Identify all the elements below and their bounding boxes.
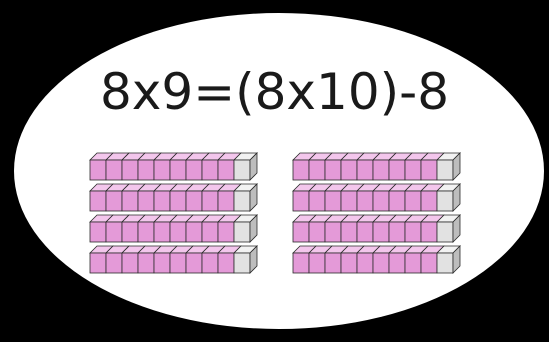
unit-cube xyxy=(309,222,325,242)
unit-cube xyxy=(122,191,138,211)
unit-cube xyxy=(202,253,218,273)
unit-cube xyxy=(341,253,357,273)
unit-cube xyxy=(218,222,234,242)
unit-cube xyxy=(218,253,234,273)
unit-cube xyxy=(389,222,405,242)
unit-cube xyxy=(202,191,218,211)
unit-cube xyxy=(293,191,309,211)
base-ten-rod xyxy=(293,246,460,273)
unit-cube xyxy=(170,160,186,180)
unit-cube xyxy=(357,253,373,273)
unit-cube xyxy=(154,253,170,273)
unit-cube xyxy=(325,191,341,211)
base-ten-rod xyxy=(293,184,460,211)
unit-cube xyxy=(90,253,106,273)
unit-cube xyxy=(122,253,138,273)
unit-cube xyxy=(421,222,437,242)
removed-cube xyxy=(437,222,453,242)
unit-cube xyxy=(106,160,122,180)
unit-cube xyxy=(170,253,186,273)
unit-cube xyxy=(389,191,405,211)
unit-cube xyxy=(421,253,437,273)
unit-cube xyxy=(218,191,234,211)
unit-cube xyxy=(90,191,106,211)
removed-cube xyxy=(437,191,453,211)
removed-cube xyxy=(234,160,250,180)
removed-cube xyxy=(437,253,453,273)
unit-cube xyxy=(309,253,325,273)
unit-cube xyxy=(138,253,154,273)
unit-cube xyxy=(293,160,309,180)
unit-cube xyxy=(170,191,186,211)
removed-cube xyxy=(234,191,250,211)
unit-cube xyxy=(90,160,106,180)
unit-cube xyxy=(357,222,373,242)
unit-cube xyxy=(341,222,357,242)
unit-cube xyxy=(373,253,389,273)
unit-cube xyxy=(138,191,154,211)
unit-cube xyxy=(106,253,122,273)
unit-cube xyxy=(389,253,405,273)
unit-cube xyxy=(293,222,309,242)
unit-cube xyxy=(405,222,421,242)
unit-cube xyxy=(405,253,421,273)
unit-cube xyxy=(293,253,309,273)
unit-cube xyxy=(405,191,421,211)
unit-cube xyxy=(325,222,341,242)
unit-cube xyxy=(106,222,122,242)
base-ten-rod xyxy=(90,184,257,211)
unit-cube xyxy=(389,160,405,180)
unit-cube xyxy=(357,160,373,180)
unit-cube xyxy=(309,191,325,211)
unit-cube xyxy=(122,160,138,180)
unit-cube xyxy=(405,160,421,180)
base-ten-rod xyxy=(90,153,257,180)
unit-cube xyxy=(202,222,218,242)
base-ten-rod xyxy=(293,153,460,180)
unit-cube xyxy=(170,222,186,242)
unit-cube xyxy=(202,160,218,180)
unit-cube xyxy=(154,191,170,211)
unit-cube xyxy=(106,191,122,211)
unit-cube xyxy=(138,222,154,242)
unit-cube xyxy=(122,222,138,242)
unit-cube xyxy=(325,160,341,180)
base-ten-rod xyxy=(90,215,257,242)
unit-cube xyxy=(154,160,170,180)
unit-cube xyxy=(341,191,357,211)
unit-cube xyxy=(186,253,202,273)
removed-cube xyxy=(234,222,250,242)
unit-cube xyxy=(373,191,389,211)
unit-cube xyxy=(325,253,341,273)
unit-cube xyxy=(154,222,170,242)
removed-cube xyxy=(234,253,250,273)
unit-cube xyxy=(357,191,373,211)
unit-cube xyxy=(341,160,357,180)
base-ten-rod xyxy=(90,246,257,273)
unit-cube xyxy=(186,191,202,211)
unit-cube xyxy=(421,160,437,180)
removed-cube xyxy=(437,160,453,180)
unit-cube xyxy=(186,160,202,180)
unit-cube xyxy=(373,222,389,242)
unit-cube xyxy=(90,222,106,242)
unit-cube xyxy=(421,191,437,211)
unit-cube xyxy=(309,160,325,180)
unit-cube xyxy=(373,160,389,180)
base-ten-rod xyxy=(293,215,460,242)
unit-cube xyxy=(186,222,202,242)
unit-cube xyxy=(138,160,154,180)
unit-cube xyxy=(218,160,234,180)
